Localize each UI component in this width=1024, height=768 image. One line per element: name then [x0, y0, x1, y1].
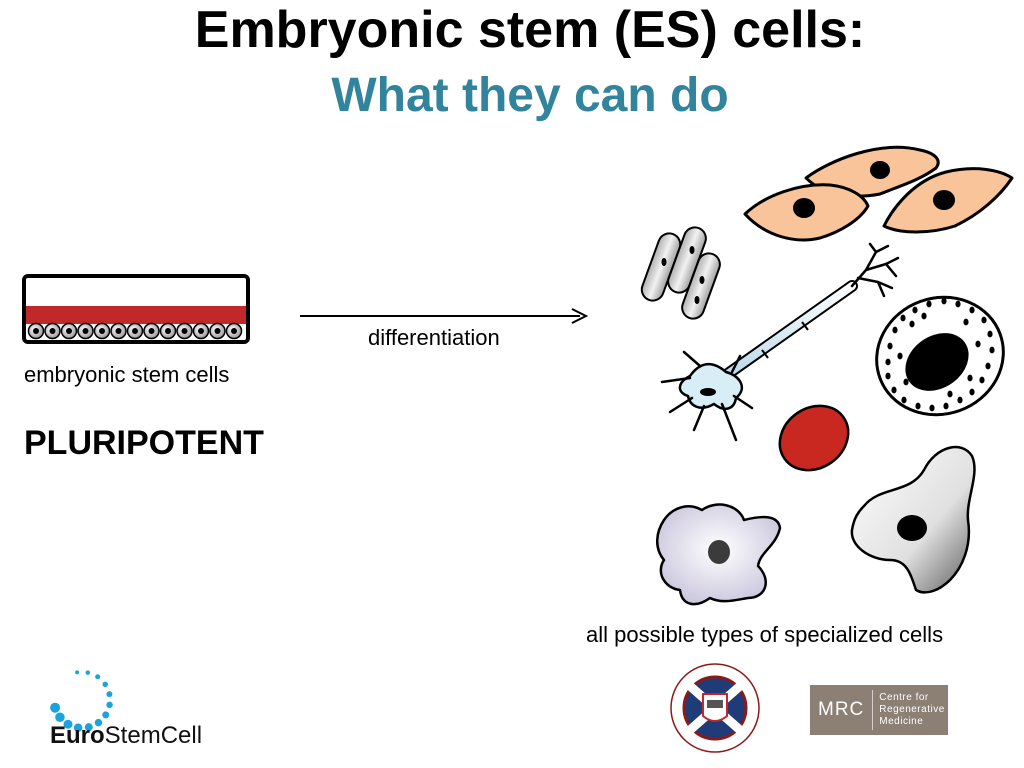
granule — [985, 362, 991, 370]
mrc-logo-subtitle: Centre for Regenerative Medicine — [873, 692, 944, 728]
granule — [943, 402, 949, 410]
logo-dot — [94, 718, 103, 727]
eurostemcell-logo-rest: StemCell — [104, 722, 203, 749]
granule — [915, 402, 921, 410]
muscle-fibers — [640, 226, 721, 320]
logo-dot — [95, 674, 101, 680]
granule — [901, 396, 907, 404]
page-subtitle: What they can do — [331, 69, 729, 122]
logo-dot — [106, 691, 113, 698]
granule — [941, 297, 947, 305]
es-cell — [110, 322, 127, 340]
es-cell — [60, 322, 78, 340]
granule — [903, 378, 909, 386]
granule — [981, 316, 987, 324]
granule — [926, 300, 932, 308]
dish-medium — [26, 306, 246, 324]
granule — [912, 306, 918, 314]
granule — [969, 306, 975, 314]
granule — [885, 372, 891, 380]
pluripotent-label: PLURIPOTENT — [24, 424, 264, 462]
eurostemcell-logo: EuroStemCell — [50, 722, 202, 750]
granule — [969, 388, 975, 396]
neuron — [660, 242, 900, 442]
granule — [989, 346, 995, 354]
granule — [975, 340, 981, 348]
skin-cell — [743, 183, 870, 242]
mrc-sub-line: Centre for — [879, 692, 929, 703]
amoeboid-cell — [656, 503, 782, 606]
differentiation-label: differentiation — [368, 325, 500, 350]
es-cell — [77, 322, 94, 340]
logo-dot — [102, 711, 110, 719]
es-cell-layer — [27, 322, 243, 340]
granule — [957, 396, 963, 404]
logo-dot — [75, 670, 80, 675]
granule — [909, 320, 915, 328]
page-title: Embryonic stem (ES) cells: — [194, 1, 866, 59]
granule — [885, 358, 891, 366]
granule — [897, 352, 903, 360]
granule — [921, 312, 927, 320]
eurostemcell-dots — [50, 670, 113, 732]
granule — [955, 300, 961, 308]
skin-cell — [882, 167, 1014, 234]
granule — [900, 314, 906, 322]
specialized-cells-label: all possible types of specialized cells — [586, 622, 944, 647]
es-cells-label: embryonic stem cells — [24, 362, 230, 387]
logo-dot — [106, 701, 113, 709]
granule — [929, 404, 935, 412]
eurostemcell-logo-bold: Euro — [50, 722, 105, 749]
mrc-logo-divider — [872, 690, 874, 730]
granule — [887, 342, 893, 350]
red-blood-cell — [778, 404, 850, 472]
es-cell — [143, 322, 160, 340]
es-cell — [159, 322, 177, 340]
gray-cell — [850, 445, 976, 594]
mrc-logo: MRC Centre for Regenerative Medicine — [810, 685, 948, 735]
logo-dot — [50, 702, 61, 713]
es-cell — [126, 322, 144, 340]
differentiation-arrow — [300, 308, 589, 324]
granule — [979, 376, 985, 384]
granule — [947, 390, 953, 398]
mrc-logo-mark: MRC — [818, 699, 865, 720]
logo-dot — [63, 719, 73, 729]
granule — [967, 374, 973, 382]
white-blood-cell — [875, 295, 1005, 417]
es-cell — [93, 322, 111, 340]
logo-dot — [84, 723, 93, 732]
logo-dot — [55, 712, 65, 722]
granule — [892, 326, 898, 334]
mrc-sub-line: Regenerative — [879, 704, 945, 715]
culture-dish — [22, 274, 250, 344]
es-cell — [192, 322, 210, 340]
edinburgh-crest — [670, 663, 760, 753]
es-cell — [176, 322, 193, 340]
mrc-sub-line: Medicine — [879, 716, 924, 727]
logo-dot — [73, 723, 83, 732]
logo-dot — [85, 670, 91, 675]
es-cell — [225, 322, 243, 340]
granule — [963, 318, 969, 326]
logo-dot — [102, 681, 108, 688]
es-cell — [27, 322, 45, 340]
es-cell — [209, 322, 226, 340]
granule — [987, 330, 993, 338]
es-cell — [44, 322, 61, 340]
granule — [891, 386, 897, 394]
